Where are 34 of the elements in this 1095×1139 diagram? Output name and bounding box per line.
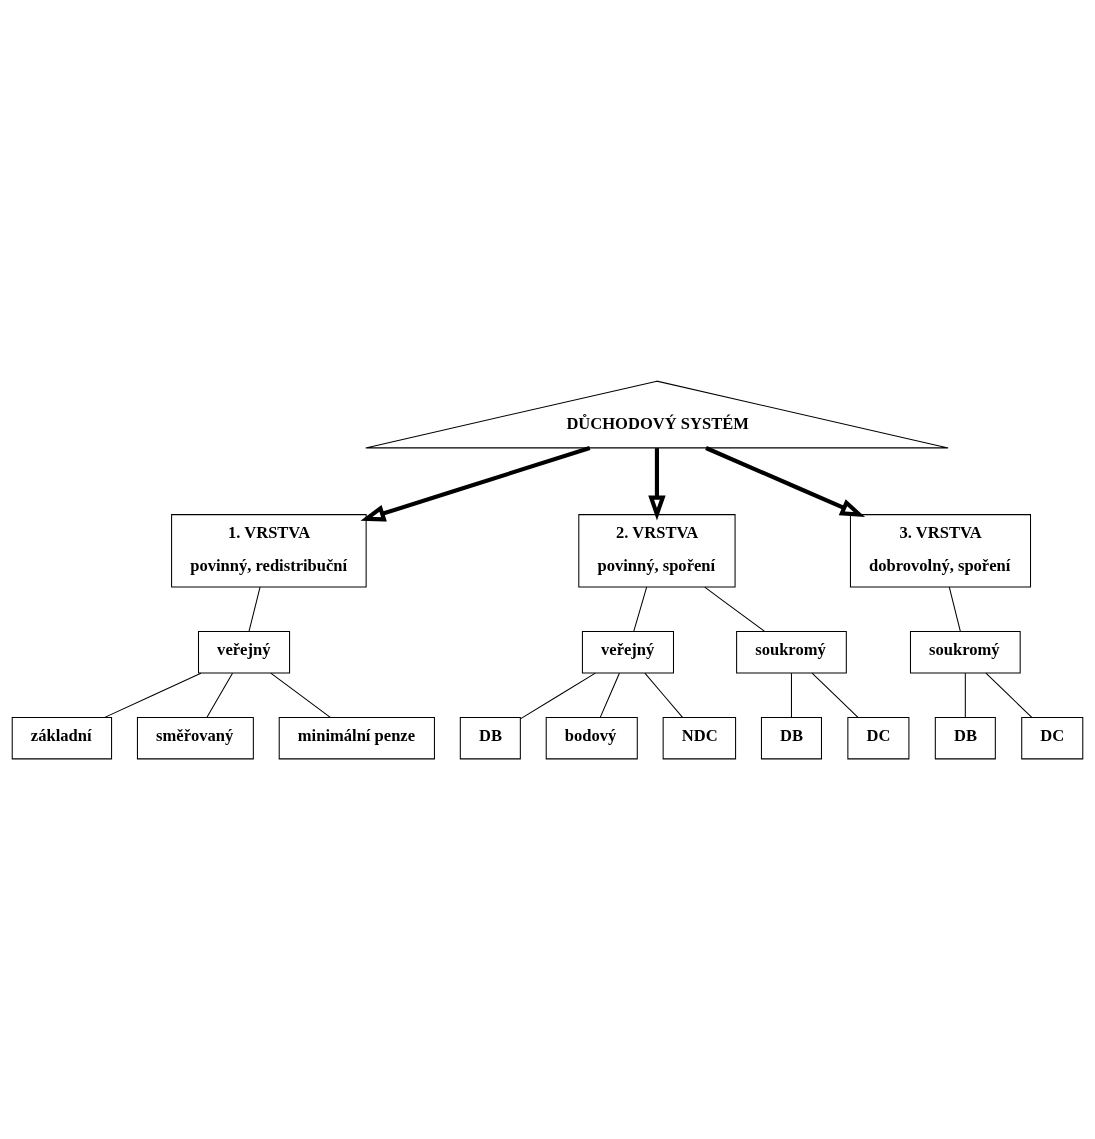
connector	[519, 672, 596, 719]
node-box: DB	[760, 716, 822, 759]
connector	[206, 672, 233, 718]
node-box: DC	[847, 716, 910, 759]
connector	[948, 586, 961, 632]
node-box: 3. VRSTVA dobrovolný, spoření	[849, 513, 1032, 588]
node-box: DB	[934, 716, 996, 759]
connector	[985, 672, 1033, 718]
node-box: základní	[11, 716, 113, 759]
connector	[104, 672, 202, 718]
node-box: veřejný	[581, 630, 674, 673]
node-box: DB	[459, 716, 521, 759]
connector	[811, 672, 859, 718]
arrow	[360, 445, 591, 521]
node-box: NDC	[662, 716, 737, 759]
node-box: DC	[1021, 716, 1084, 759]
node-box: minimální penze	[278, 716, 435, 759]
node-box: soukromý	[909, 630, 1021, 673]
arrow	[648, 447, 666, 520]
connector	[270, 672, 331, 718]
connector	[633, 586, 648, 632]
node-box: bodový	[545, 716, 638, 759]
connector	[790, 672, 792, 718]
node-box: soukromý	[736, 630, 847, 673]
connector	[644, 672, 684, 718]
arrow	[705, 445, 866, 517]
connector	[248, 586, 261, 632]
connector	[964, 672, 966, 718]
connector	[599, 672, 620, 718]
node-box: směřovaný	[136, 716, 254, 759]
node-box: veřejný	[198, 630, 291, 673]
node-box: 1. VRSTVA povinný, redistribuční	[171, 513, 367, 588]
connector	[704, 586, 766, 632]
node-box: 2. VRSTVA povinný, spoření	[578, 513, 736, 588]
